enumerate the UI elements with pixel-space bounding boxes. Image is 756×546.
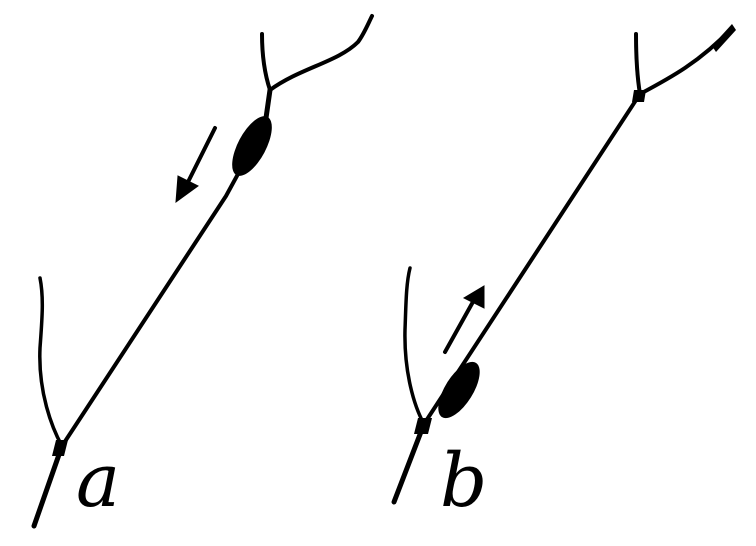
panel-a-lower-branch [38, 276, 64, 448]
panel-b-tip-taper [712, 24, 736, 52]
panel-a: a [31, 14, 374, 529]
panel-b-tail [391, 421, 427, 505]
panel-a-upper-left-branch [260, 32, 272, 92]
panel-b: b [391, 24, 736, 524]
panel-a-node [52, 440, 68, 456]
panel-b-lower-branch [403, 266, 426, 426]
panel-b-upper-right-branch [638, 26, 734, 96]
panel-a-arrow [175, 126, 217, 204]
panel-a-label: a [76, 438, 120, 524]
panel-a-stem [263, 87, 273, 121]
panel-b-soma [438, 361, 480, 419]
panel-a-soma [232, 116, 272, 176]
panel-b-cell [391, 26, 734, 505]
panel-a-upper-right-branch [268, 14, 374, 92]
panel-b-arrow [443, 285, 485, 354]
panel-a-tail [31, 443, 65, 529]
panel-b-upper-left-branch [634, 32, 642, 96]
panel-a-main-fiber [60, 128, 264, 448]
panel-b-distal-node [632, 90, 646, 102]
panel-b-node [414, 418, 432, 434]
panel-b-label: b [440, 438, 487, 524]
